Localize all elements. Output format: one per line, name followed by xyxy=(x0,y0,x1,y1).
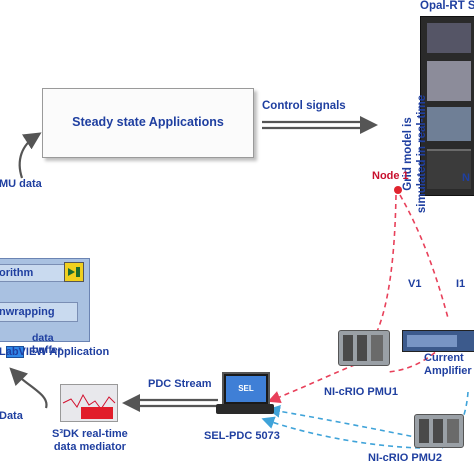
control-signals-arrow xyxy=(262,116,378,134)
pmu1-label: NI-cRIO PMU1 xyxy=(324,386,398,398)
amplifier-label: Current Amplifier xyxy=(424,352,472,378)
labview-app-label: LabVIEW Application xyxy=(0,346,110,358)
data-buffer-line2: buffer xyxy=(32,344,62,356)
sel-pdc-label: SEL-PDC 5073 xyxy=(204,430,280,442)
node-n-label: N xyxy=(462,172,470,184)
amplifier-line1: Current xyxy=(424,352,464,364)
algorithm-box: orithm xyxy=(0,264,70,282)
data-arrow xyxy=(9,367,48,409)
rack-panel-bottom xyxy=(427,149,471,189)
pmu-data-label: MU data xyxy=(0,178,42,190)
amplifier-line2: Amplifier xyxy=(424,365,472,377)
s3dk-red-block xyxy=(81,407,113,419)
s3dk-line1: S³DK real-time xyxy=(52,428,128,440)
pmu2-module xyxy=(419,419,429,443)
grid-model-line1: Grid model is xyxy=(402,117,414,191)
current-amplifier xyxy=(402,330,474,352)
amp-face xyxy=(407,335,457,347)
grid-model-text: Grid model is simulated in real-time xyxy=(401,69,429,239)
s3dk-line2: data mediator xyxy=(53,441,126,453)
pmu2-module-3 xyxy=(447,419,459,443)
s3dk-screen xyxy=(60,384,118,422)
steady-state-box: Steady state Applications xyxy=(42,88,254,158)
control-signals-label: Control signals xyxy=(262,100,346,112)
pmu1-module-2 xyxy=(357,335,367,361)
steady-state-label: Steady state Applications xyxy=(72,115,224,129)
data-buffer-label: data buffer xyxy=(32,332,62,356)
sel-screen: SEL xyxy=(226,376,266,402)
s3dk-label: S³DK real-time data mediator xyxy=(52,428,128,454)
data-buffer-line1: data xyxy=(32,332,54,344)
node1-dot xyxy=(394,186,402,194)
rack-panel-mid xyxy=(427,61,471,101)
node1-label: Node 1 xyxy=(372,170,409,182)
pdc-stream-label: PDC Stream xyxy=(148,378,212,390)
pmu1-module-3 xyxy=(371,335,383,361)
grid-model-line2: simulated in real-time xyxy=(416,94,428,214)
pmu1-module xyxy=(343,335,353,361)
opal-rt-label: Opal-RT S xyxy=(420,0,474,12)
pmu1-device xyxy=(338,330,390,366)
unwrapping-box: nwrapping xyxy=(0,302,78,322)
v1-label: V1 xyxy=(408,278,422,290)
rack-panel-low xyxy=(427,107,471,141)
pmu2-module-2 xyxy=(433,419,443,443)
sel-pdc-monitor: SEL xyxy=(222,372,270,406)
pdc-stream-arrow xyxy=(122,394,218,412)
pmu2-device xyxy=(414,414,464,448)
data-label: Data xyxy=(0,410,23,422)
labview-icon xyxy=(64,262,84,282)
sel-pdc-base xyxy=(216,404,274,414)
opal-rt-rack xyxy=(420,16,474,196)
data-buffer-icon xyxy=(6,346,24,358)
i1-label: I1 xyxy=(456,278,466,290)
pmu-data-arrow xyxy=(18,132,42,179)
rack-panel-top xyxy=(427,23,471,53)
pmu2-label: NI-cRIO PMU2 xyxy=(368,452,442,464)
